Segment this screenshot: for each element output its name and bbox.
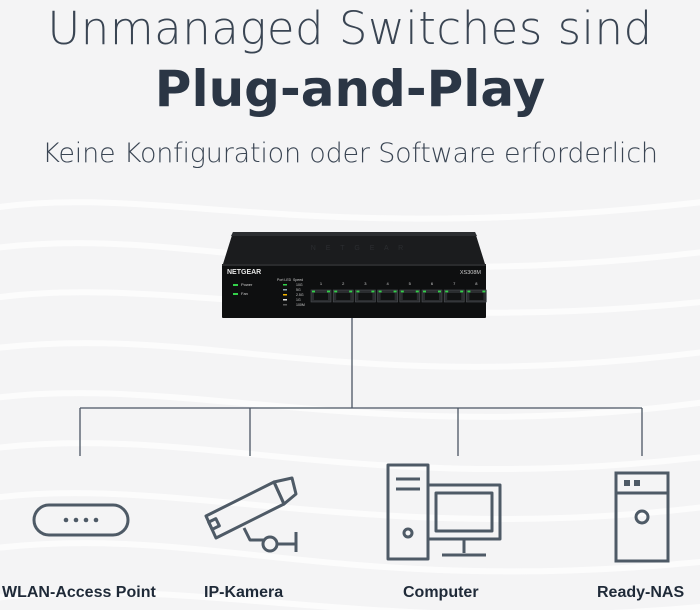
port-led bbox=[356, 290, 360, 293]
port-led bbox=[482, 290, 486, 293]
port-led bbox=[423, 290, 426, 293]
model-label: XS308M bbox=[460, 270, 482, 276]
port-led bbox=[349, 290, 353, 293]
label-ip-camera: IP-Kamera bbox=[204, 584, 284, 601]
brand-label: NETGEAR bbox=[227, 269, 261, 276]
label-access-point: WLAN-Access Point bbox=[2, 584, 156, 601]
port-led bbox=[467, 290, 471, 293]
power-led-label: Power bbox=[241, 282, 253, 287]
nas-icon bbox=[614, 471, 670, 563]
speed-label: 5G bbox=[296, 288, 301, 292]
port-number: 5 bbox=[409, 281, 412, 286]
port-led bbox=[312, 290, 315, 293]
port-number: 1 bbox=[320, 281, 323, 286]
fan-led-label: Fan bbox=[241, 291, 248, 296]
network-switch: N E T G E A R NETGEAR XS308M Power Fan P… bbox=[222, 232, 487, 318]
port-led bbox=[445, 290, 449, 293]
port-led bbox=[400, 290, 404, 293]
power-led bbox=[233, 284, 238, 286]
subheadline: Keine Konfiguration oder Software erford… bbox=[42, 138, 658, 169]
legend-header-port-led: Port LED bbox=[277, 278, 292, 282]
speed-label: 100M bbox=[296, 303, 305, 307]
port-number: 2 bbox=[342, 281, 345, 286]
port-socket bbox=[380, 293, 395, 300]
port-socket bbox=[425, 293, 439, 300]
port-led bbox=[334, 290, 338, 293]
port-socket bbox=[336, 293, 351, 300]
access-point-icon bbox=[32, 503, 130, 537]
legend-header-speed: Speed bbox=[293, 278, 303, 282]
port-number: 3 bbox=[364, 281, 367, 286]
security-camera-icon bbox=[204, 476, 298, 553]
fan-led bbox=[233, 293, 238, 295]
headline-bold: Plug-and-Play bbox=[154, 60, 546, 118]
computer-icon bbox=[386, 463, 502, 561]
speed-label: 10G bbox=[296, 283, 303, 287]
port-socket bbox=[358, 293, 373, 300]
port-led bbox=[378, 290, 382, 293]
port-led bbox=[371, 290, 375, 293]
port-number: 4 bbox=[386, 281, 389, 286]
port-socket bbox=[469, 293, 484, 300]
port-led bbox=[460, 290, 464, 293]
port-socket bbox=[447, 293, 462, 300]
top-logo-embossed: N E T G E A R bbox=[311, 245, 407, 252]
port-led bbox=[393, 290, 397, 293]
port-number: 6 bbox=[431, 281, 434, 286]
port-led bbox=[415, 290, 419, 293]
port-socket bbox=[402, 293, 417, 300]
speed-label: 2.5G bbox=[296, 293, 304, 297]
headline: Unmanaged Switches sind bbox=[47, 2, 653, 55]
port-led bbox=[327, 290, 330, 293]
port-led bbox=[438, 290, 441, 293]
port-number: 8 bbox=[475, 281, 478, 286]
port-socket bbox=[314, 293, 328, 300]
label-computer: Computer bbox=[403, 584, 479, 601]
label-nas: Ready-NAS bbox=[597, 584, 685, 601]
speed-label: 1G bbox=[296, 298, 301, 302]
port-number: 7 bbox=[453, 281, 456, 286]
